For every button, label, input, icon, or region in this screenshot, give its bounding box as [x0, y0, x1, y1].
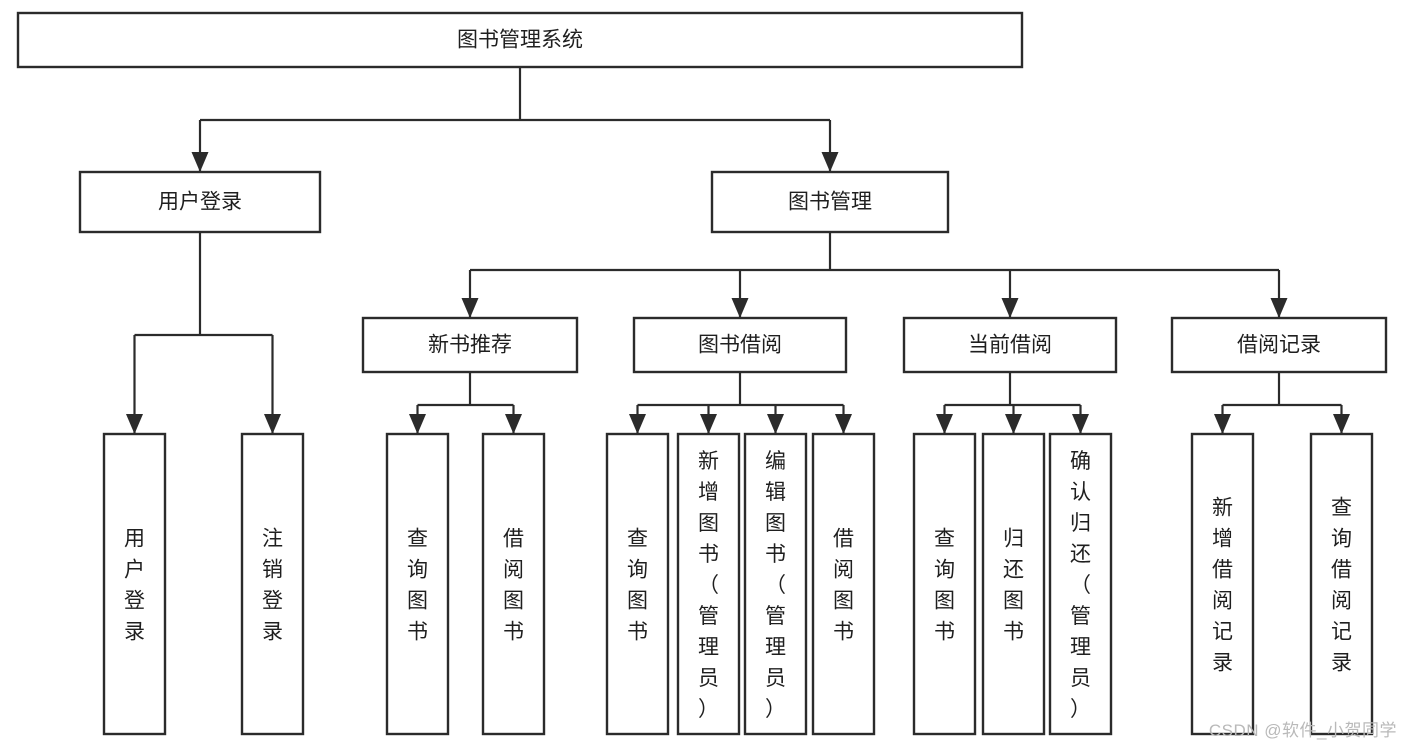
- node-box: [240, 432, 305, 736]
- edge-group-book-manage: [461, 232, 1288, 318]
- arrow-head-icon: [1072, 414, 1089, 434]
- node-leaf-query-book-rec[interactable]: 查询图书: [385, 432, 450, 736]
- node-box: [676, 432, 741, 736]
- node-box: [1170, 316, 1388, 374]
- node-box: [605, 432, 670, 736]
- node-label: 确认归还（管理员）: [1070, 450, 1091, 721]
- arrow-head-icon: [767, 414, 784, 434]
- node-box: [1309, 432, 1374, 736]
- arrow-head-icon: [126, 414, 143, 434]
- node-borrow-record[interactable]: 借阅记录: [1170, 316, 1388, 374]
- node-leaf-borrow-book-rec[interactable]: 借阅图书: [481, 432, 546, 736]
- node-leaf-query-record[interactable]: 查询借阅记录: [1309, 432, 1374, 736]
- arrow-head-icon: [461, 298, 479, 318]
- node-box: [743, 432, 808, 736]
- arrow-head-icon: [700, 414, 717, 434]
- arrow-head-icon: [821, 152, 839, 172]
- node-box: [78, 170, 322, 234]
- arrow-head-icon: [409, 414, 426, 434]
- node-label: 查询借阅记录: [1331, 497, 1352, 675]
- node-box: [981, 432, 1046, 736]
- node-root[interactable]: 图书管理系统: [16, 11, 1024, 69]
- node-label: 归还图书: [1003, 528, 1024, 644]
- node-label: 新书推荐: [428, 334, 512, 357]
- node-label: 用户登录: [158, 191, 242, 214]
- node-label: 查询图书: [934, 528, 955, 644]
- edge-group-user-login: [126, 232, 281, 434]
- node-box: [385, 432, 450, 736]
- node-box: [1048, 432, 1113, 736]
- arrow-head-icon: [1214, 414, 1231, 434]
- node-box: [1190, 432, 1255, 736]
- edge-group-borrow-record: [1214, 372, 1350, 434]
- arrow-head-icon: [936, 414, 953, 434]
- edge-group-current-borrow: [936, 372, 1089, 434]
- edge-group-book-borrow: [629, 372, 852, 434]
- node-book-manage[interactable]: 图书管理: [710, 170, 950, 234]
- arrow-head-icon: [629, 414, 646, 434]
- nodes-layer: 图书管理系统用户登录图书管理新书推荐图书借阅当前借阅借阅记录用户登录注销登录查询…: [16, 11, 1388, 736]
- node-leaf-confirm-return[interactable]: 确认归还（管理员）: [1048, 432, 1113, 736]
- arrow-head-icon: [1270, 298, 1288, 318]
- node-leaf-add-record[interactable]: 新增借阅记录: [1190, 432, 1255, 736]
- node-box: [811, 432, 876, 736]
- node-book-borrow[interactable]: 图书借阅: [632, 316, 848, 374]
- arrow-head-icon: [1001, 298, 1019, 318]
- node-box: [102, 432, 167, 736]
- node-leaf-add-book[interactable]: 新增图书（管理员）: [676, 432, 741, 736]
- node-box: [481, 432, 546, 736]
- connectors-layer: [126, 67, 1350, 434]
- node-label: 当前借阅: [968, 334, 1052, 357]
- node-new-book-rec[interactable]: 新书推荐: [361, 316, 579, 374]
- node-leaf-query-book-cur[interactable]: 查询图书: [912, 432, 977, 736]
- edge-group-root: [191, 67, 839, 172]
- node-box: [16, 11, 1024, 69]
- node-leaf-user-login[interactable]: 用户登录: [102, 432, 167, 736]
- csdn-watermark: CSDN @软件_小贺同学: [1208, 721, 1397, 740]
- arrow-head-icon: [264, 414, 281, 434]
- node-box: [912, 432, 977, 736]
- node-label: 编辑图书（管理员）: [765, 450, 786, 721]
- node-label: 图书借阅: [698, 334, 782, 357]
- arrow-head-icon: [1005, 414, 1022, 434]
- node-label: 图书管理: [788, 191, 872, 214]
- node-label: 借阅记录: [1237, 334, 1321, 357]
- node-leaf-user-logout[interactable]: 注销登录: [240, 432, 305, 736]
- arrow-head-icon: [835, 414, 852, 434]
- node-label: 新增图书（管理员）: [698, 450, 719, 721]
- node-label: 查询图书: [627, 528, 648, 644]
- node-box: [710, 170, 950, 234]
- node-label: 注销登录: [262, 528, 283, 644]
- node-box: [902, 316, 1118, 374]
- arrow-head-icon: [1333, 414, 1350, 434]
- node-label: 图书管理系统: [457, 29, 583, 52]
- node-leaf-query-book-bor[interactable]: 查询图书: [605, 432, 670, 736]
- node-user-login[interactable]: 用户登录: [78, 170, 322, 234]
- node-box: [361, 316, 579, 374]
- edge-group-new-book-rec: [409, 372, 522, 434]
- node-label: 查询图书: [407, 528, 428, 644]
- node-box: [632, 316, 848, 374]
- node-leaf-return-book[interactable]: 归还图书: [981, 432, 1046, 736]
- node-label: 用户登录: [124, 528, 145, 644]
- node-label: 借阅图书: [503, 528, 524, 644]
- arrow-head-icon: [191, 152, 209, 172]
- node-label: 借阅图书: [833, 528, 854, 644]
- node-current-borrow[interactable]: 当前借阅: [902, 316, 1118, 374]
- arrow-head-icon: [731, 298, 749, 318]
- arrow-head-icon: [505, 414, 522, 434]
- node-label: 新增借阅记录: [1212, 497, 1233, 675]
- node-leaf-borrow-book-bor[interactable]: 借阅图书: [811, 432, 876, 736]
- node-leaf-edit-book[interactable]: 编辑图书（管理员）: [743, 432, 808, 736]
